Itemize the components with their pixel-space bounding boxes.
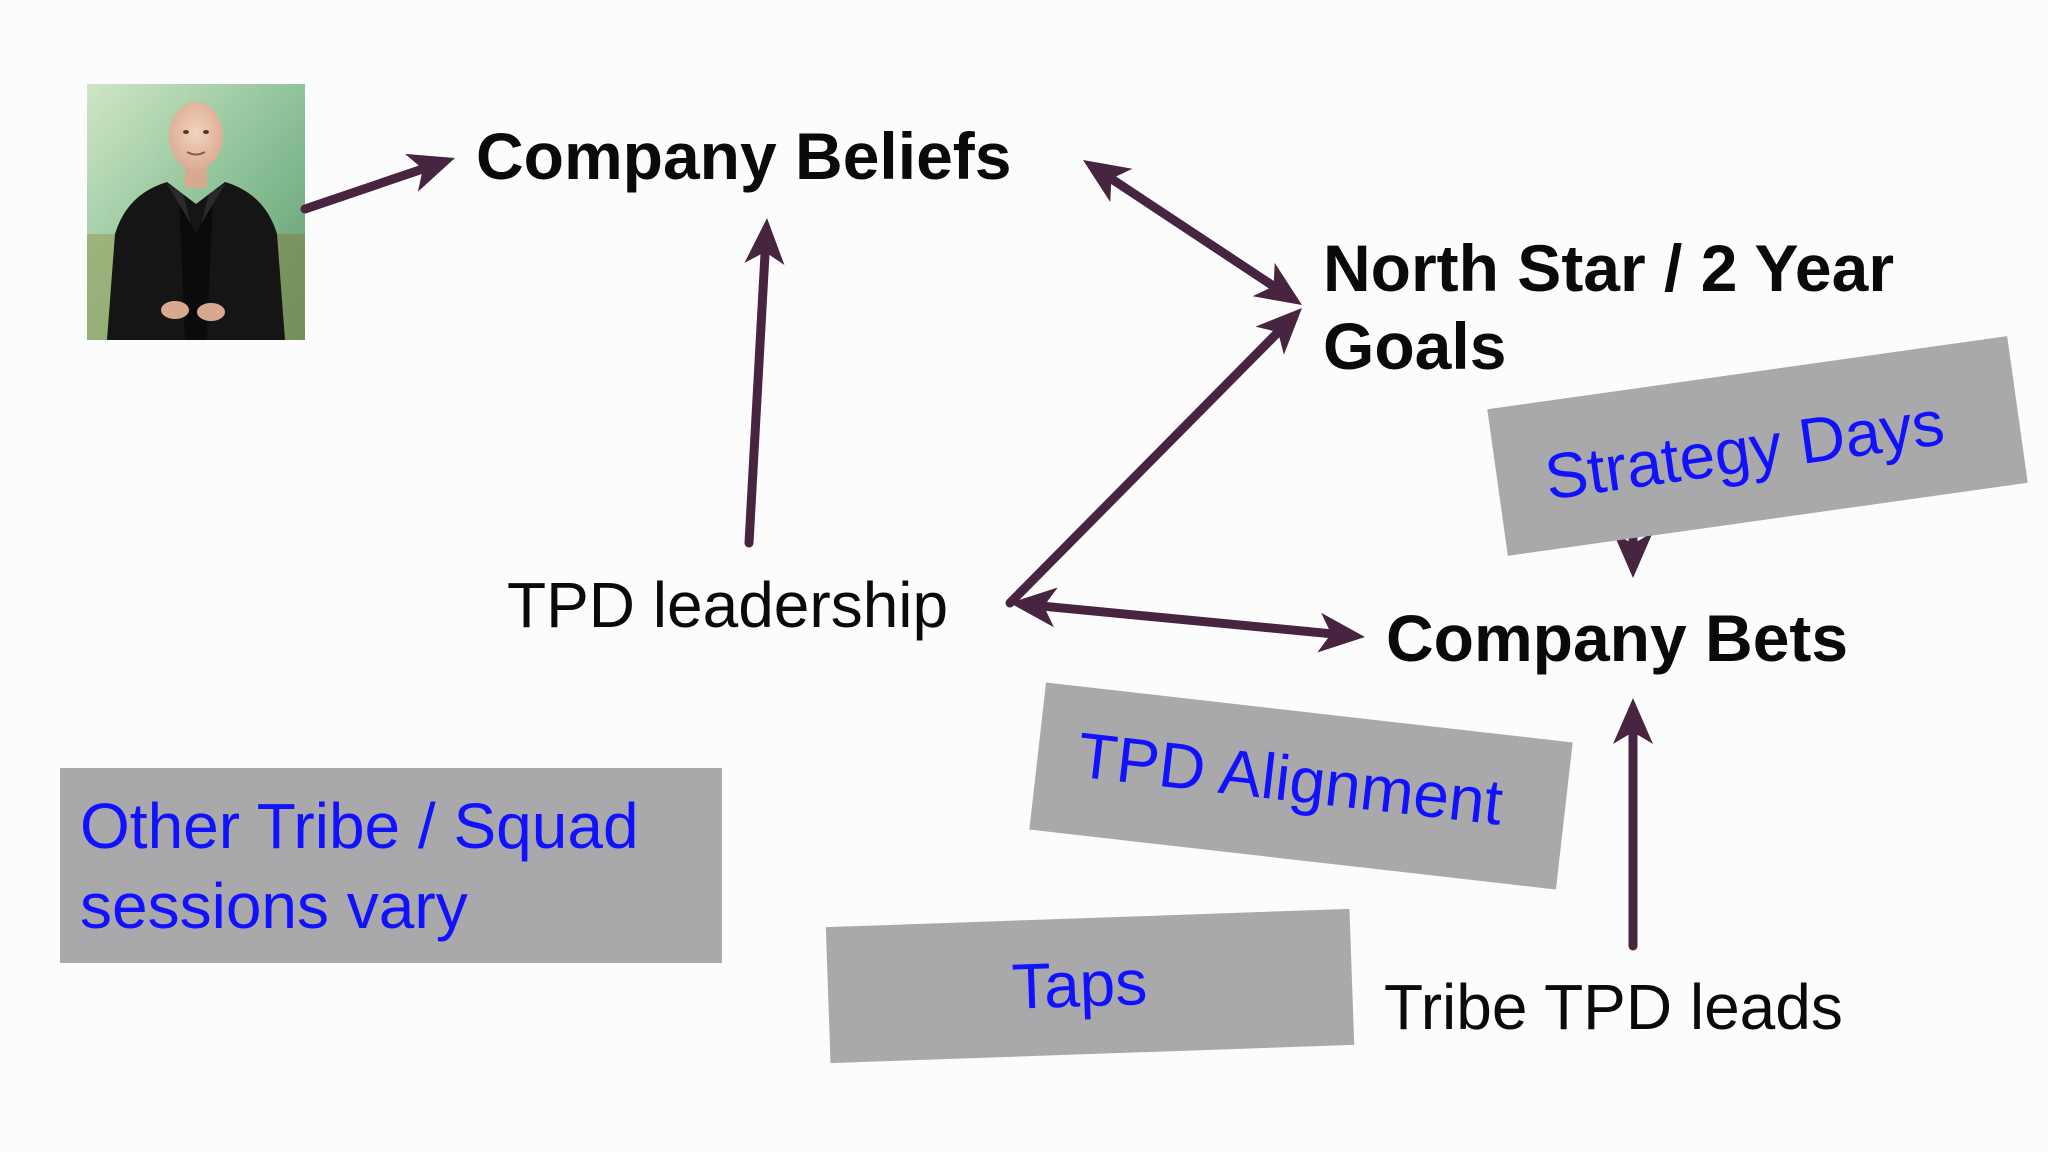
person-portrait-icon — [87, 84, 305, 340]
arrow-leadership-to-bets-shaft — [1041, 601, 1334, 639]
arrow-beliefs-to-northstar-shaft — [1108, 175, 1277, 290]
callout-other-tribe-line2: sessions vary — [80, 870, 468, 942]
arrow-beliefs-to-northstar-head-start — [1083, 160, 1133, 203]
callout-other-tribe-line1: Other Tribe / Squad — [80, 790, 639, 862]
node-tribe-tpd-leads: Tribe TPD leads — [1384, 971, 1843, 1043]
arrow-leadership-to-beliefs-head-end — [744, 218, 785, 266]
arrow-leadership-to-northstar-head-end — [1255, 308, 1302, 355]
callout-taps-label: Taps — [1010, 946, 1149, 1023]
node-north-star-line1: North Star / 2 Year — [1323, 231, 1895, 305]
arrow-leadership-to-bets-head-end — [1317, 612, 1365, 653]
arrow-beliefs-to-northstar-head-end — [1252, 262, 1302, 305]
arrow-northstar-to-bets-head-end — [1613, 532, 1653, 578]
node-company-beliefs: Company Beliefs — [476, 119, 1012, 193]
arrow-photo-to-beliefs-shaft — [300, 165, 426, 214]
arrow-leadership-to-beliefs-shaft — [744, 249, 770, 548]
node-north-star-goals: North Star / 2 Year Goals — [1323, 230, 1894, 386]
arrow-photo-to-beliefs-head-end — [405, 153, 455, 192]
arrow-leadership-to-bets-head-start — [1010, 587, 1058, 628]
callout-tpd-alignment-label: TPD Alignment — [1074, 718, 1507, 839]
arrow-leadership-to-northstar-shaft — [1005, 329, 1282, 608]
callout-strategy-days-label: Strategy Days — [1540, 386, 1949, 514]
node-north-star-line2: Goals — [1323, 308, 1507, 383]
arrow-tribe-leads-to-bets-head-end — [1613, 698, 1653, 744]
callout-taps: Taps — [825, 908, 1355, 1064]
callout-other-tribe-sessions: Other Tribe / Squad sessions vary — [60, 768, 722, 963]
node-tpd-leadership: TPD leadership — [507, 569, 949, 641]
node-company-bets: Company Bets — [1386, 601, 1849, 675]
